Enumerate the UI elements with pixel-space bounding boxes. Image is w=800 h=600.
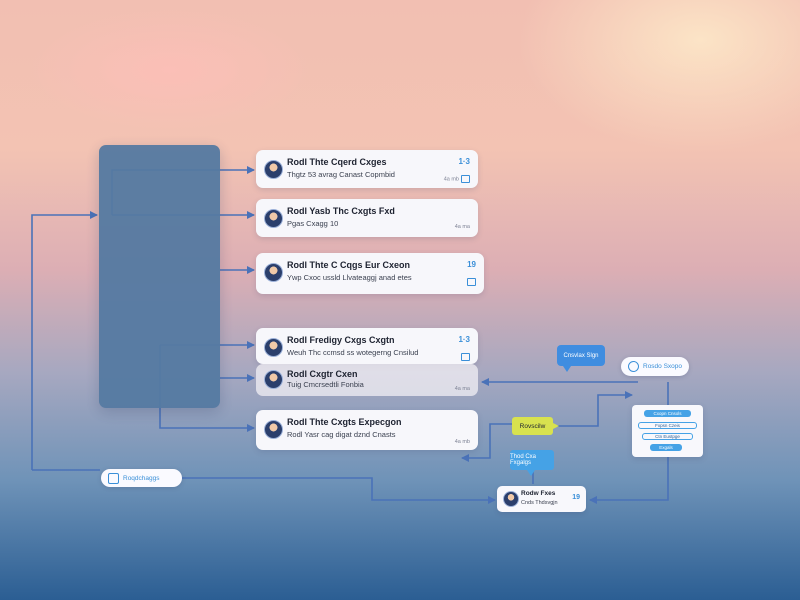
reply-icon [461,353,470,361]
avatar [264,209,283,228]
search-icon [628,361,639,372]
avatar [503,491,519,507]
form-card: Cxopn Cnsols Fxpsn Czeis Ctn Eustpge Exg… [632,405,703,457]
card-number: 1·3 [458,157,470,166]
blue-tag-label: Thod Cxa Fxgalgs [510,454,537,466]
avatar [264,370,283,389]
speech-bubble: Cnsvlax Slgn [557,345,605,372]
card-subtitle: Thgtz 53 avrag Canast Copmbid [287,170,395,179]
card-number: 1·3 [458,335,470,344]
card-title: Rodl Cxgtr Cxen [287,369,358,379]
card-subtitle: Ywp Cxoc ussld Llvateaggj anad etes [287,273,412,282]
diagram-card-2[interactable]: Rodl Yasb Thc Cxgts Fxd Pgas Cxagg 10 4a… [256,199,478,237]
profile-number: 19 [572,494,580,501]
diagram-card-5[interactable]: Rodl Cxgtr Cxen Tuig Cmcrsedtli Fonbia 4… [256,364,478,396]
blue-tag: Thod Cxa Fxgalgs [510,450,554,476]
card-meta: 4a ma [455,386,470,392]
diagram-card-1[interactable]: Rodl Thte Cqerd Cxges Thgtz 53 avrag Can… [256,150,478,188]
card-meta: 4a ma [455,224,470,230]
card-meta [459,353,470,361]
card-meta: 4a mb [444,175,470,183]
card-title: Rodl Thte Cqerd Cxges [287,157,387,167]
form-row[interactable]: Ctn Eustpge [642,433,693,440]
start-pill-label: Roqdchaggs [123,474,160,482]
diagram-card-6[interactable]: Rodl Thte Cxgts Expecgon Rodl Yasr cag d… [256,410,478,450]
start-pill[interactable]: Roqdchaggs [101,469,182,487]
card-subtitle: Rodl Yasr cag digat dznd Cnasts [287,430,396,439]
profile-name: Rodw Fxes [521,490,556,497]
sidebar-panel [99,145,220,408]
card-title: Rodl Yasb Thc Cxgts Fxd [287,206,395,216]
card-meta: 4a mb [455,439,470,445]
diagram-card-4[interactable]: Rodl Fredigy Cxgs Cxgtn Weuh Thc ccmsd s… [256,328,478,364]
profile-role: Cnds Thdsvgjn [521,500,558,506]
card-title: Rodl Thte Cxgts Expecgon [287,417,402,427]
avatar [264,263,283,282]
card-title: Rodl Fredigy Cxgs Cxgtn [287,335,395,345]
form-row[interactable]: Exgals [650,444,682,451]
search-pill[interactable]: Rosdo Sxopo [621,357,690,376]
yellow-tag-label: Rovscilw [519,422,546,430]
card-title: Rodl Thte C Cqgs Eur Cxeon [287,260,411,270]
speech-bubble-label: Cnsvlax Slgn [563,352,599,359]
card-meta-text: 4a mb [454,439,470,445]
search-pill-label: Rosdo Sxopo [643,363,683,370]
avatar [264,338,283,357]
card-meta-text: 4a ma [454,224,470,230]
form-row[interactable]: Cxopn Cnsols [644,410,691,417]
card-number: 19 [467,260,476,269]
card-subtitle: Pgas Cxagg 10 [287,219,339,228]
profile-card[interactable]: Rodw Fxes Cnds Thdsvgjn 19 [497,486,586,512]
card-meta-text: 4a mb [443,176,459,183]
card-subtitle: Tuig Cmcrsedtli Fonbia [287,380,364,389]
diagram-card-3[interactable]: Rodl Thte C Cqgs Eur Cxeon Ywp Cxoc ussl… [256,253,484,294]
avatar [264,160,283,179]
card-meta [465,278,476,286]
reply-icon [467,278,476,286]
yellow-tag: Rovscilw [512,417,559,435]
card-subtitle: Weuh Thc ccmsd ss wotegerng Cnsilud [287,348,419,357]
card-meta-text: 4a ma [454,386,470,392]
chat-icon [108,472,119,484]
reply-icon [461,175,470,183]
form-row[interactable]: Fxpsn Czeis [638,422,697,429]
avatar [264,420,283,439]
